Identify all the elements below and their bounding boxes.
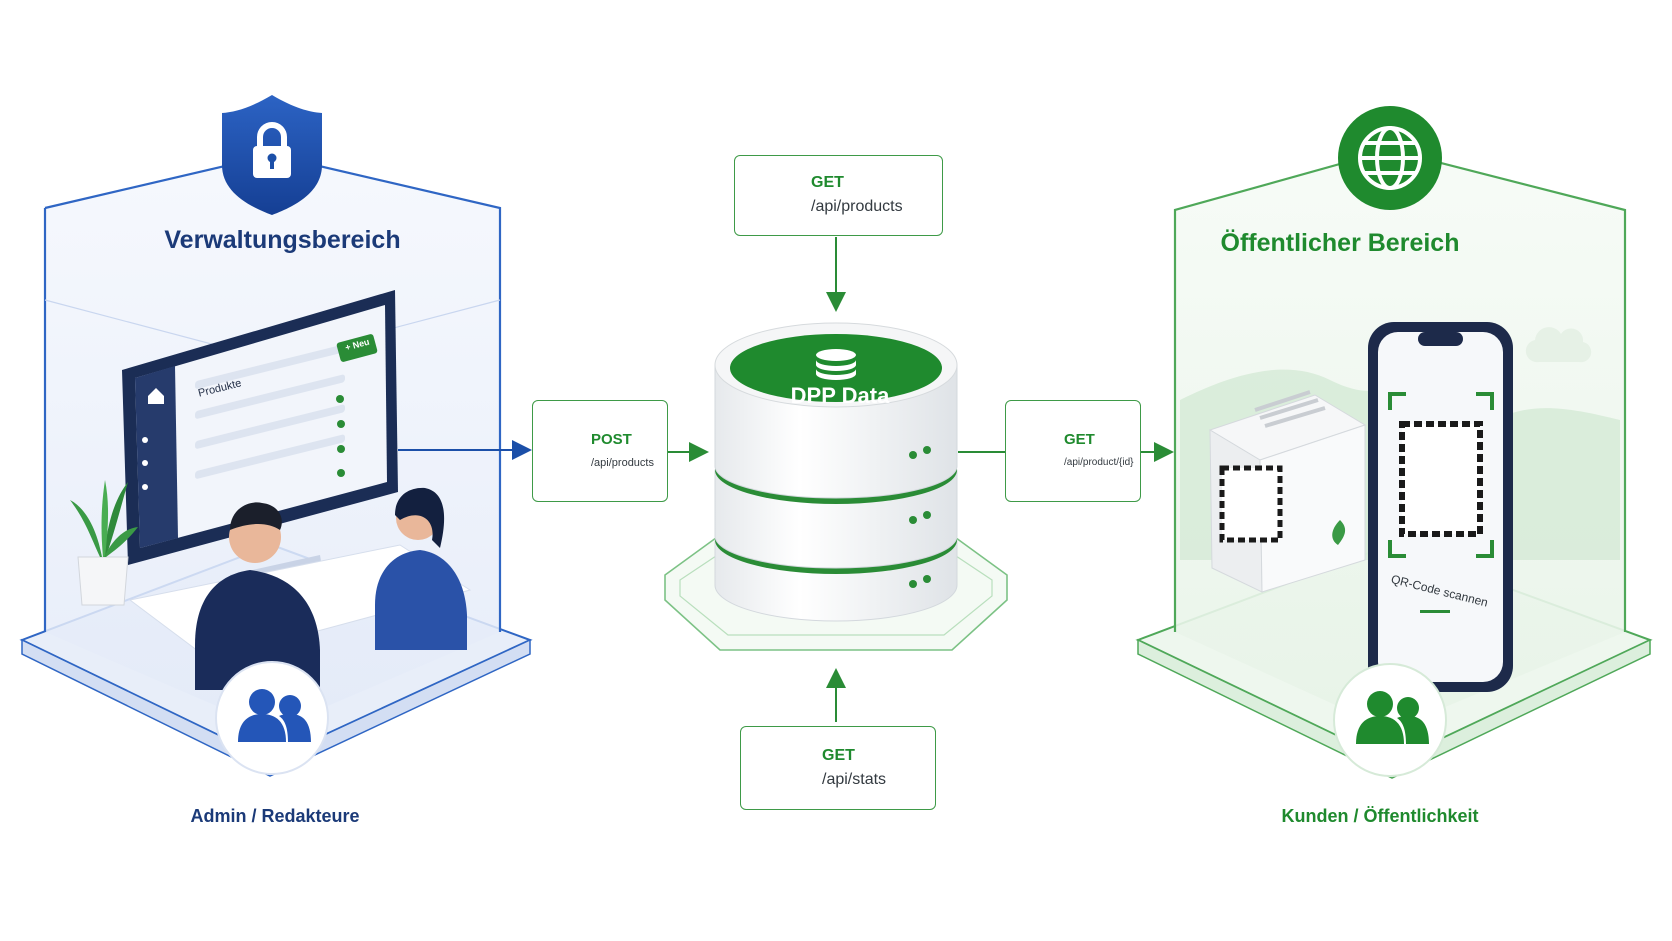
admin-people <box>195 487 467 690</box>
new-button-shape <box>336 334 378 362</box>
api-get-product-id-box: GET /api/product/{id} <box>1005 400 1141 502</box>
public-zone-title: Öffentlicher Bereich <box>1220 229 1460 257</box>
api-post-products-method: POST <box>591 431 632 448</box>
plant-decoration <box>70 480 138 606</box>
api-post-products-path: /api/products <box>591 457 654 469</box>
home-icon <box>148 388 164 404</box>
database-cylinder <box>664 322 1008 651</box>
users-icon-public <box>1356 691 1429 744</box>
api-post-products-box: POST /api/products <box>532 400 668 502</box>
phone-qr-code <box>1399 421 1483 537</box>
public-audience-label: Kunden / Öffentlichkeit <box>1281 806 1479 826</box>
api-get-product-id-path: /api/product/{id} <box>1064 457 1134 468</box>
globe-icon <box>1358 126 1422 190</box>
box-qr-code <box>1219 465 1283 543</box>
lock-icon <box>253 122 291 178</box>
database-icon <box>816 349 856 380</box>
admin-screen-rows <box>195 344 345 479</box>
admin-audience-label: Admin / Redakteure <box>190 806 360 826</box>
api-get-products-box: GET /api/products <box>734 155 943 236</box>
api-get-products-path: /api/products <box>811 198 903 215</box>
api-get-stats-path: /api/stats <box>822 771 887 788</box>
product-box <box>1208 390 1367 593</box>
users-icon <box>238 689 311 742</box>
public-zone <box>1135 106 1653 779</box>
database-label: DPP Data <box>790 383 890 408</box>
admin-zone-title: Verwaltungsbereich <box>164 226 401 254</box>
api-get-stats-box: GET /api/stats <box>740 726 936 810</box>
smartphone <box>1368 322 1513 692</box>
api-get-stats-method: GET <box>822 747 855 764</box>
admin-zone <box>19 95 533 777</box>
api-get-product-id-method: GET <box>1064 431 1095 448</box>
api-get-products-method: GET <box>811 174 844 191</box>
